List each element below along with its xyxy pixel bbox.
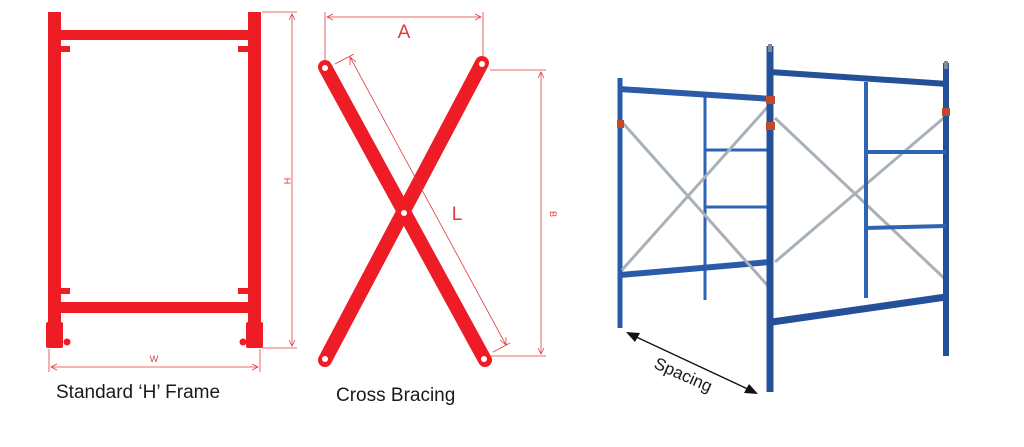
- h-frame-left-post: [48, 12, 61, 337]
- scaffold-cross-braces: [620, 101, 948, 287]
- h-frame-top-tab-right: [238, 46, 250, 52]
- cross-brace-hole-top-right: [479, 61, 485, 67]
- h-frame-right-pin: [239, 338, 247, 346]
- h-frame-width-label: W: [150, 354, 159, 364]
- scaffold-illustration: Spacing: [617, 44, 950, 396]
- h-frame-bottom-tab-left: [58, 288, 70, 294]
- scaffold-front-frame: [617, 44, 950, 392]
- cross-brace-hole-top-left: [322, 65, 328, 71]
- h-frame-caption: Standard ‘H’ Frame: [56, 382, 221, 403]
- h-frame: [46, 12, 263, 348]
- cross-brace-spread-dimension: [324, 12, 484, 60]
- cross-brace-base-label: B: [548, 211, 558, 217]
- h-frame-bottom-tab-right: [238, 288, 250, 294]
- cross-brace-length-label: L: [452, 204, 463, 225]
- cross-brace-spread-label: A: [398, 22, 411, 43]
- h-frame-bottom-rail: [58, 302, 252, 313]
- cross-bracing-caption: Cross Bracing: [336, 385, 456, 406]
- h-frame-height-label: H: [282, 178, 292, 185]
- cross-brace-base-dimension: [490, 69, 546, 357]
- h-frame-top-tab-left: [58, 46, 70, 52]
- cross-brace-length-dimension: [334, 53, 511, 353]
- h-frame-width-dimension: [48, 349, 261, 372]
- h-frame-right-foot: [246, 322, 263, 348]
- cross-brace-hole-bottom-right: [481, 356, 487, 362]
- h-frame-top-rail: [58, 30, 252, 40]
- cross-brace-hole-bottom-left: [322, 356, 328, 362]
- h-frame-height-dimension: [262, 11, 297, 349]
- spacing-arrow: [626, 332, 758, 394]
- cross-brace: [318, 56, 492, 367]
- h-frame-left-pin: [63, 338, 71, 346]
- h-frame-left-foot: [46, 322, 63, 348]
- spacing-label: Spacing: [651, 354, 715, 396]
- scaffold-back-frame: [617, 78, 773, 328]
- cross-brace-center-pivot: [401, 210, 407, 216]
- h-frame-right-post: [248, 12, 261, 337]
